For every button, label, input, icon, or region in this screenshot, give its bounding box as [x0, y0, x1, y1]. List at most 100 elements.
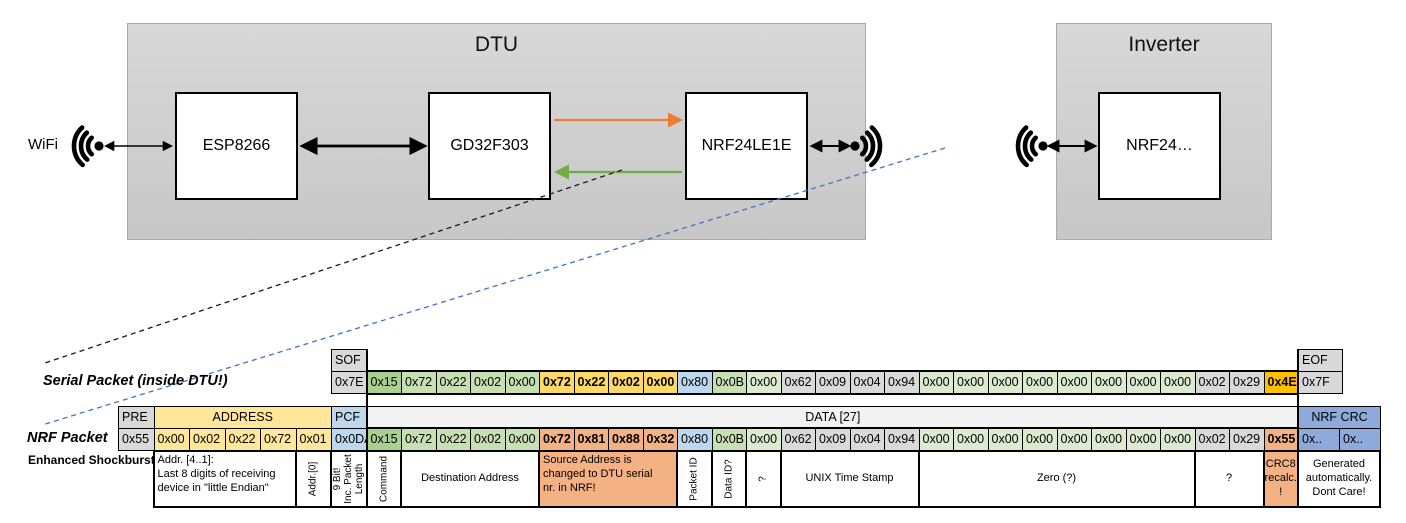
vertical-annotation-text: Addr.[0]: [307, 461, 319, 497]
annotation-box: Generated automatically. Dont Care!: [1297, 450, 1381, 508]
annotation-box: ?: [745, 450, 782, 508]
annotation-box: ?: [1193, 450, 1265, 508]
serial-byte-cell: 0x02: [470, 371, 506, 394]
nrf-byte-cell: 0x00: [1125, 428, 1161, 451]
nrf24le1e-box: NRF24LE1E: [685, 92, 808, 200]
esp8266-label: ESP8266: [202, 137, 271, 154]
inverter-container: Inverter: [1056, 23, 1272, 240]
nrf-crc-byte-cell: 0x..: [1298, 428, 1340, 451]
wifi-label: WiFi: [28, 136, 58, 153]
nrf-byte-cell: 0x00: [1022, 428, 1058, 451]
vertical-annotation-text: Packet ID: [688, 457, 700, 501]
serial-byte-cell: 0x00: [1056, 371, 1092, 394]
annotation-box: Addr. [4..1]: Last 8 digits of receiving…: [152, 450, 297, 508]
nrf-byte-cell: 0x02: [1194, 428, 1230, 451]
serial-byte-cell: 0x80: [677, 371, 713, 394]
annotation-box: 9 Bit! Inc. Packet Length: [330, 450, 368, 508]
annotation-box: CRC8 recalc. !: [1262, 450, 1299, 508]
serial-byte-cell: 0x00: [953, 371, 989, 394]
nrf-byte-cell: 0x04: [849, 428, 885, 451]
serial-byte-cell: 0x02: [1194, 371, 1230, 394]
serial-byte-cell: 0x62: [780, 371, 816, 394]
nrf-byte-cell: 0x72: [539, 428, 575, 451]
gd32f303-label: GD32F303: [450, 137, 529, 154]
nrf-byte-cell: 0x00: [987, 428, 1023, 451]
serial-byte-cell: 0x00: [1125, 371, 1161, 394]
annotation-box: Packet ID: [676, 450, 713, 508]
nrf-byte-cell: 0x80: [677, 428, 713, 451]
serial-byte-cell: 0x00: [1160, 371, 1196, 394]
wifi-signal-icon: [1015, 120, 1052, 172]
serial-byte-cell: 0x00: [504, 371, 540, 394]
nrf-byte-cell: 0x55: [1263, 428, 1299, 451]
eof-byte-cell: 0x7F: [1298, 371, 1343, 394]
annotation-box: Data ID?: [710, 450, 747, 508]
inverter-title: Inverter: [1128, 33, 1200, 56]
nrf-byte-cell: 0x00: [1160, 428, 1196, 451]
nrf-byte-cell: 0x32: [642, 428, 678, 451]
nrf-byte-cell: 0x01: [295, 428, 332, 451]
nrf-packet-label: NRF Packet: [27, 430, 108, 446]
serial-byte-cell: 0x02: [608, 371, 644, 394]
serial-byte-cell: 0x22: [573, 371, 609, 394]
serial-byte-cell: 0x00: [1022, 371, 1058, 394]
serial-byte-cell: 0x04: [849, 371, 885, 394]
nrf-byte-cell: 0x00: [1056, 428, 1092, 451]
sof-header-cell: SOF: [331, 349, 368, 372]
annotation-box: Addr.[0]: [294, 450, 332, 508]
nrf-byte-cell: 0x88: [608, 428, 644, 451]
serial-packet-label: Serial Packet (inside DTU!): [43, 373, 228, 389]
nrf-byte-cell: 0x55: [118, 428, 155, 451]
eof-header-cell: EOF: [1298, 349, 1343, 372]
serial-byte-cell: 0x15: [366, 371, 402, 394]
serial-byte-cell: 0x09: [815, 371, 851, 394]
inverter-nrf24-box: NRF24…: [1098, 92, 1221, 200]
vertical-annotation-text: ?: [757, 476, 769, 482]
nrf-byte-cell: 0x15: [366, 428, 402, 451]
nrf-byte-cell: 0x00: [746, 428, 782, 451]
nrf-byte-cell: 0x72: [401, 428, 437, 451]
data-block-connector-left: [365, 349, 368, 450]
nrf-byte-cell: 0x0DA: [331, 428, 368, 451]
field-header-cell: PCF: [331, 406, 368, 429]
vertical-annotation-text: Command: [378, 455, 390, 503]
nrf-byte-cell: 0x00: [153, 428, 190, 451]
annotation-box: UNIX Time Stamp: [779, 450, 920, 508]
nrf-byte-cell: 0x22: [435, 428, 471, 451]
data-block-connector-right: [1296, 349, 1299, 450]
serial-byte-cell: 0x72: [539, 371, 575, 394]
sof-byte-cell: 0x7E: [331, 371, 368, 394]
serial-byte-cell: 0x00: [987, 371, 1023, 394]
serial-byte-cell: 0x00: [746, 371, 782, 394]
serial-byte-cell: 0x29: [1229, 371, 1265, 394]
nrf-byte-cell: 0x09: [815, 428, 851, 451]
esp8266-box: ESP8266: [175, 92, 298, 200]
serial-byte-cell: 0x94: [884, 371, 920, 394]
nrf-byte-cell: 0x72: [260, 428, 297, 451]
nrf-byte-cell: 0x00: [504, 428, 540, 451]
serial-byte-cell: 0x22: [435, 371, 471, 394]
serial-byte-cell: 0x00: [1091, 371, 1127, 394]
wifi-signal-icon: [846, 120, 883, 172]
gd32f303-box: GD32F303: [428, 92, 551, 200]
nrf-byte-cell: 0x02: [470, 428, 506, 451]
annotation-box: Zero (?): [917, 450, 1196, 508]
serial-byte-cell: 0x72: [401, 371, 437, 394]
nrf-byte-cell: 0x29: [1229, 428, 1265, 451]
nrf-byte-cell: 0x00: [1091, 428, 1127, 451]
nrf-byte-cell: 0x00: [953, 428, 989, 451]
nrf-crc-byte-cell: 0x..: [1339, 428, 1381, 451]
nrf-byte-cell: 0x02: [189, 428, 226, 451]
annotation-box: Command: [365, 450, 402, 508]
serial-byte-cell: 0x00: [642, 371, 678, 394]
serial-byte-cell: 0x0B: [711, 371, 747, 394]
field-header-cell: DATA [27]: [366, 406, 1299, 429]
nrf-byte-cell: 0x0B: [711, 428, 747, 451]
dtu-title: DTU: [474, 33, 519, 56]
enhanced-shockburst-label: Enhanced Shockburst: [28, 453, 155, 467]
vertical-annotation-text: 9 Bit! Inc. Packet Length: [331, 454, 366, 504]
nrf-byte-cell: 0x22: [224, 428, 261, 451]
nrf-byte-cell: 0x00: [918, 428, 954, 451]
nrf-byte-cell: 0x94: [884, 428, 920, 451]
